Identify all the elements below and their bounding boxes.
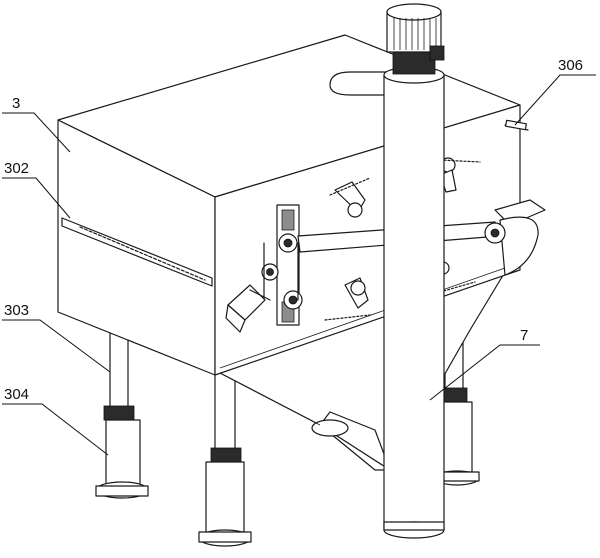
leg-left-front xyxy=(95,329,149,499)
crank-arm-upper xyxy=(329,177,371,218)
label-302: 302 xyxy=(4,160,29,177)
crank-arm-lower xyxy=(324,277,371,321)
vertical-column xyxy=(383,66,445,539)
drive-mechanism-front xyxy=(261,204,303,326)
inlet-chute xyxy=(225,284,271,333)
motor xyxy=(386,3,445,75)
feed-pipe xyxy=(329,71,391,96)
outlet-tray xyxy=(494,119,546,276)
leg-middle-front xyxy=(198,369,252,547)
label-3: 3 xyxy=(12,95,20,112)
slot-mesh xyxy=(79,226,206,281)
label-306: 306 xyxy=(558,57,583,74)
label-303: 303 xyxy=(4,302,29,319)
label-304: 304 xyxy=(4,386,29,403)
label-7: 7 xyxy=(520,327,528,344)
leader-lines xyxy=(2,74,596,456)
